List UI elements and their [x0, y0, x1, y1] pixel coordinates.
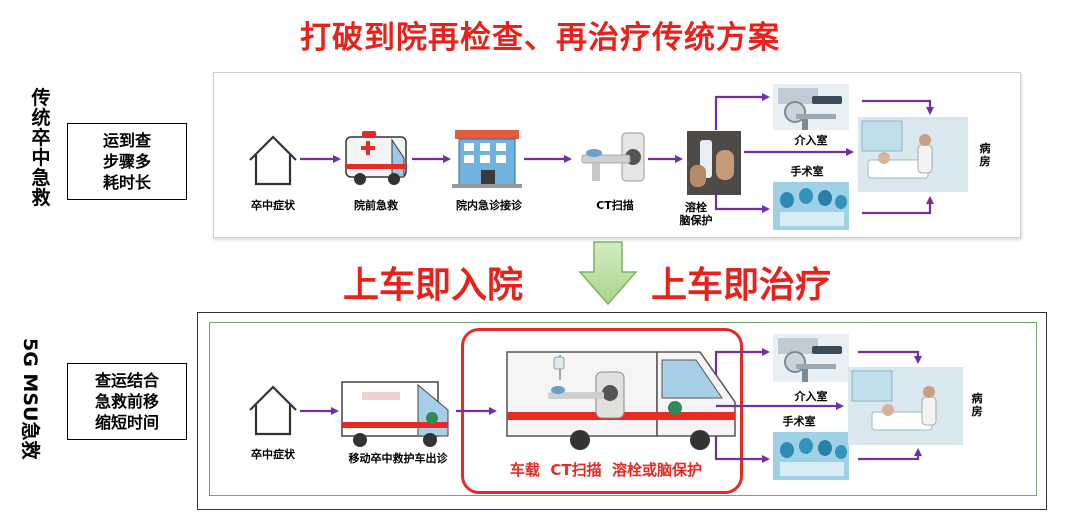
- hospital-icon: [452, 130, 522, 188]
- step-label-stroke-symptom: 卒中症状: [251, 448, 295, 461]
- transition-down-arrow: [578, 241, 638, 306]
- traditional-side-label-text: 传统卒中急救: [31, 87, 51, 209]
- traditional-side-label: 传统卒中急救: [31, 88, 53, 208]
- branch-label-operating: 手术室: [790, 165, 824, 178]
- slogan-left: 上车即入院: [343, 265, 524, 306]
- ward-label: 病房: [979, 142, 991, 168]
- branch-label-interventional: 介入室: [794, 390, 828, 403]
- msu-summary-line: 急救前移: [94, 392, 159, 411]
- step-label-msu-dispatch: 移动卒中救护车出诊: [348, 452, 448, 465]
- interventional-room-photo: [773, 84, 849, 130]
- operating-room-photo: [773, 432, 849, 480]
- interventional-room-photo: [773, 334, 849, 382]
- step-label-stroke-symptom: 卒中症状: [251, 199, 295, 212]
- msu-summary-box: 查运结合 急救前移 缩短时间: [67, 363, 187, 440]
- ct-scanner-icon: [581, 132, 645, 182]
- thrombolysis-photo: [687, 131, 741, 195]
- house-icon: [249, 135, 297, 186]
- branch-label-interventional: 介入室: [794, 134, 828, 147]
- ambulance-icon: [345, 131, 407, 185]
- house-icon: [249, 385, 297, 436]
- traditional-summary-line: 运到查: [102, 131, 151, 150]
- msu-ct-ambulance-icon: [506, 351, 736, 450]
- traditional-summary-line: 耗时长: [102, 173, 151, 192]
- traditional-summary-line: 步骤多: [102, 152, 151, 171]
- step-label-ct-scan: CT扫描: [596, 199, 634, 212]
- page-title: 打破到院再检查、再治疗传统方案: [300, 20, 780, 56]
- ward-photo: [848, 367, 963, 445]
- step-label-prehospital: 院前急救: [354, 199, 398, 212]
- ward-photo: [858, 117, 968, 192]
- step-label-er-reception: 院内急诊接诊: [456, 199, 522, 212]
- branch-label-operating: 手术室: [782, 415, 816, 428]
- msu-summary-line: 查运结合: [94, 371, 159, 390]
- ward-label: 病房: [971, 392, 983, 418]
- msu-ambulance-icon: [341, 381, 449, 447]
- step-label-brain-protection: 脑保护: [679, 214, 713, 227]
- operating-room-photo: [773, 182, 849, 230]
- slogan-right: 上车即治疗: [651, 265, 832, 306]
- traditional-summary-box: 运到查 步骤多 耗时长: [67, 123, 187, 200]
- onboard-treatment-label: 车载 CT扫描 溶栓或脑保护: [509, 461, 703, 479]
- msu-summary-line: 缩短时间: [94, 413, 159, 432]
- step-label-thrombolysis: 溶栓: [685, 201, 707, 214]
